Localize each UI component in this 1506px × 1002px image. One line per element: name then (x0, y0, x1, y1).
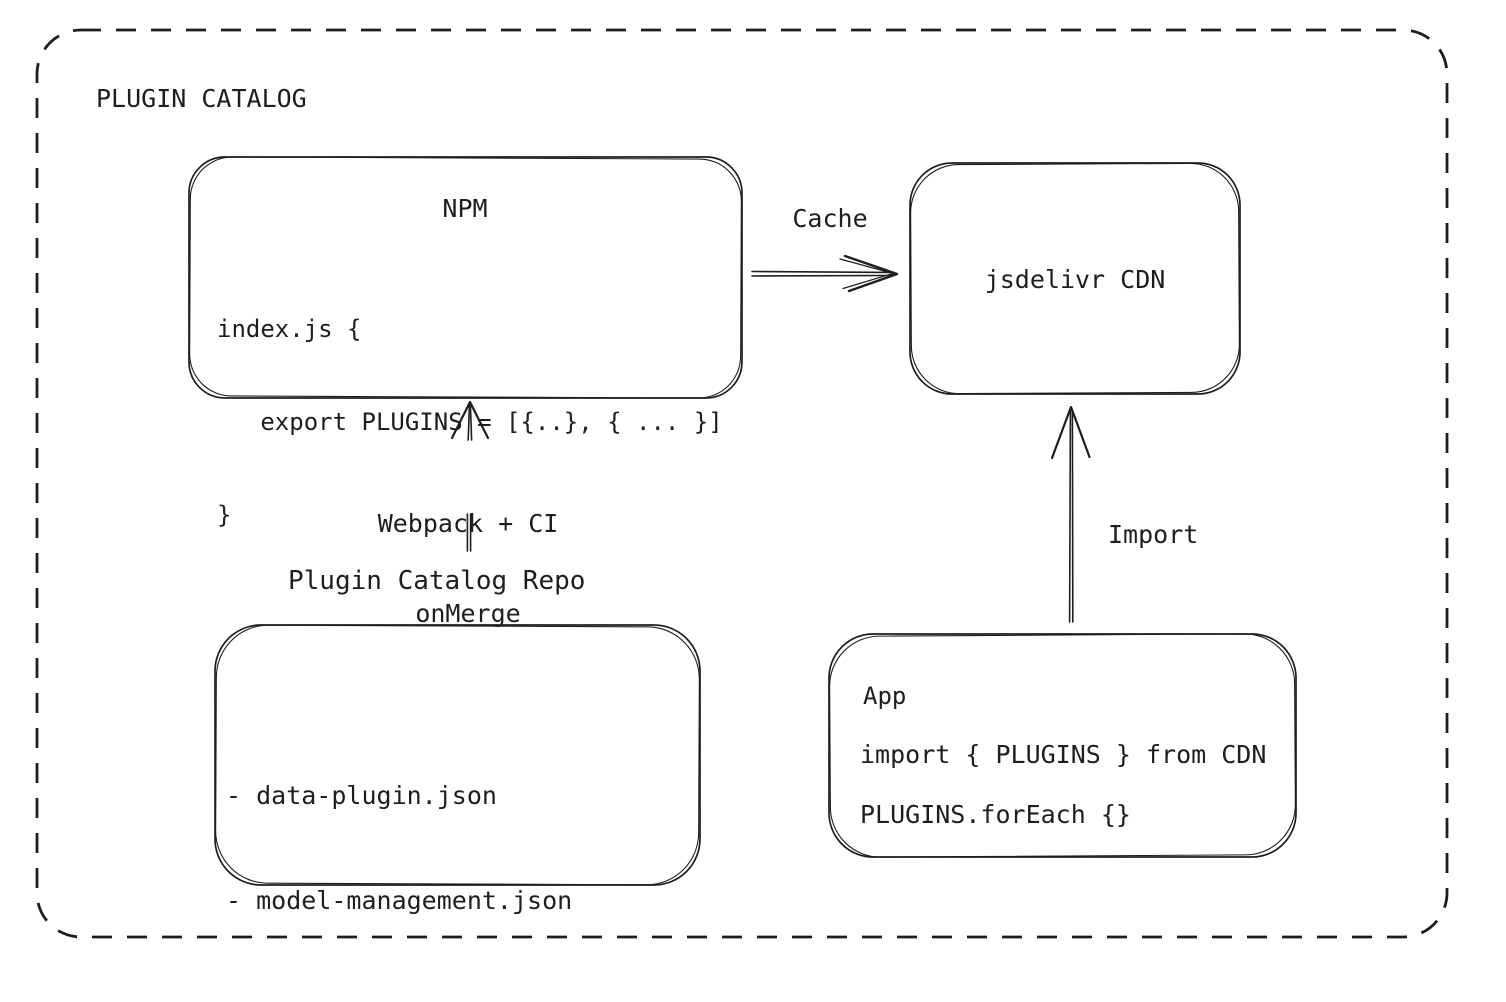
npm-code-line: index.js { (217, 315, 362, 343)
build-arrow-label: Webpack + CI onMerge (348, 449, 588, 689)
build-arrow-label-line1: Webpack + CI (377, 509, 559, 538)
repo-file-list: - data-plugin.json - model-management.js… (226, 708, 572, 1002)
build-arrow-label-line2: onMerge (415, 599, 521, 628)
npm-code-block: index.js { export PLUGINS = [{..}, { ...… (217, 252, 723, 593)
repo-file-item: - data-plugin.json (226, 781, 497, 810)
import-arrow (1050, 405, 1091, 623)
npm-box-title: NPM (442, 194, 488, 223)
catalog-boundary-box (35, 28, 1449, 939)
app-box-title: App (863, 682, 907, 710)
npm-code-line: } (217, 501, 232, 529)
import-arrow-label: Import (1108, 520, 1199, 549)
repo-heading: Plugin Catalog Repo (288, 566, 586, 596)
diagram-title: PLUGIN CATALOG (96, 84, 307, 113)
npm-box (188, 156, 743, 399)
jsdelivr-cdn-box (909, 162, 1241, 395)
app-box (828, 633, 1297, 858)
cache-arrow-label: Cache (792, 204, 868, 233)
plugin-catalog-repo-box (214, 624, 701, 886)
build-arrow (450, 400, 490, 552)
jsdelivr-cdn-label: jsdelivr CDN (984, 265, 1166, 294)
npm-code-line: export PLUGINS = [{..}, { ... }] (217, 408, 723, 436)
app-code-line: import { PLUGINS } from CDN (860, 740, 1267, 769)
app-code-line: PLUGINS.forEach {} (860, 800, 1131, 829)
repo-file-item: ... (226, 988, 572, 1002)
repo-file-item: - model-management.json (226, 886, 573, 915)
cache-arrow (751, 254, 899, 293)
